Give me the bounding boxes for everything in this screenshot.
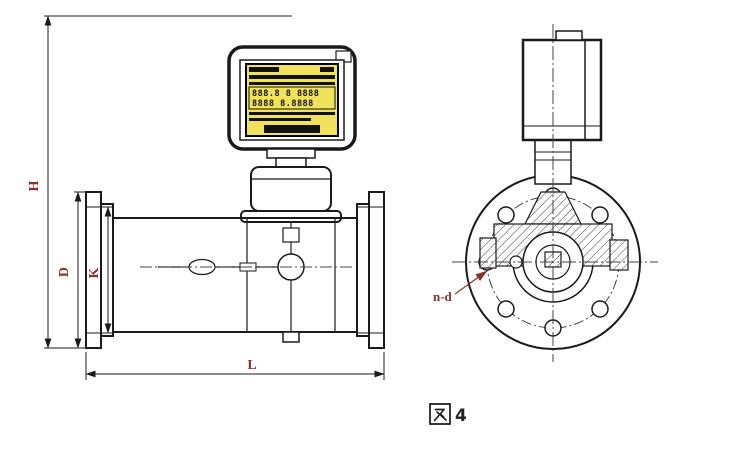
bolt-hole bbox=[497, 206, 515, 224]
figure-caption-number: 4 bbox=[455, 406, 467, 426]
lcd-line-2: 8888 8.8888 bbox=[252, 99, 314, 109]
lcd-bottom-bar bbox=[264, 125, 320, 133]
flange-diameter-label: D bbox=[57, 267, 72, 277]
side-view: n-d bbox=[433, 24, 658, 362]
bolt-holes-leader-line bbox=[454, 270, 488, 295]
meter-display-head: 888.8 8 8888 8888 8.8888 bbox=[227, 45, 357, 168]
sensor-boss bbox=[282, 227, 300, 243]
mount-plate bbox=[240, 210, 342, 223]
bolt-holes-callout-label: n-d bbox=[433, 289, 453, 304]
lcd-bar-row bbox=[249, 82, 335, 85]
display-neck-upper bbox=[266, 148, 316, 159]
right-flange-plate bbox=[356, 203, 370, 337]
tu-glyph-box bbox=[429, 403, 451, 425]
lcd-digit-box bbox=[248, 86, 336, 110]
section-right-end bbox=[609, 239, 629, 271]
bolt-hole bbox=[497, 300, 515, 318]
dimension-labels: H D K L bbox=[27, 180, 257, 373]
index-mount bbox=[240, 166, 342, 223]
side-display-head bbox=[521, 30, 603, 142]
figure-caption: 4 bbox=[429, 403, 467, 426]
length-dimension-label: L bbox=[247, 358, 256, 373]
bolt-circle-label: K bbox=[87, 267, 102, 278]
lcd-line-1: 888.8 8 8888 bbox=[252, 89, 319, 99]
left-flange-plate bbox=[100, 203, 114, 337]
bolt-hole bbox=[591, 206, 609, 224]
lcd-bar-row bbox=[249, 118, 311, 121]
lcd-bar-row bbox=[249, 112, 335, 115]
figure-caption-tu-glyph bbox=[429, 403, 451, 425]
lcd-content: 888.8 8 8888 8888 8.8888 bbox=[248, 67, 336, 133]
height-dimension-label: H bbox=[27, 180, 42, 191]
lcd-status-block bbox=[320, 67, 334, 72]
head-top-step bbox=[555, 30, 583, 41]
bolt-hole bbox=[591, 300, 609, 318]
drain-plug bbox=[282, 331, 300, 343]
dimension-lines bbox=[44, 15, 385, 380]
lcd-brand-block bbox=[249, 67, 279, 72]
section-left-end bbox=[479, 237, 497, 269]
lcd-bar-row bbox=[249, 75, 335, 79]
front-view: 888.8 8 8888 8888 8.8888 bbox=[27, 15, 385, 380]
tu-glyph-stroke bbox=[440, 413, 445, 418]
mount-body bbox=[250, 166, 332, 212]
head-profile bbox=[521, 38, 603, 142]
display-neck-lower bbox=[275, 157, 307, 168]
right-flange bbox=[368, 191, 385, 349]
